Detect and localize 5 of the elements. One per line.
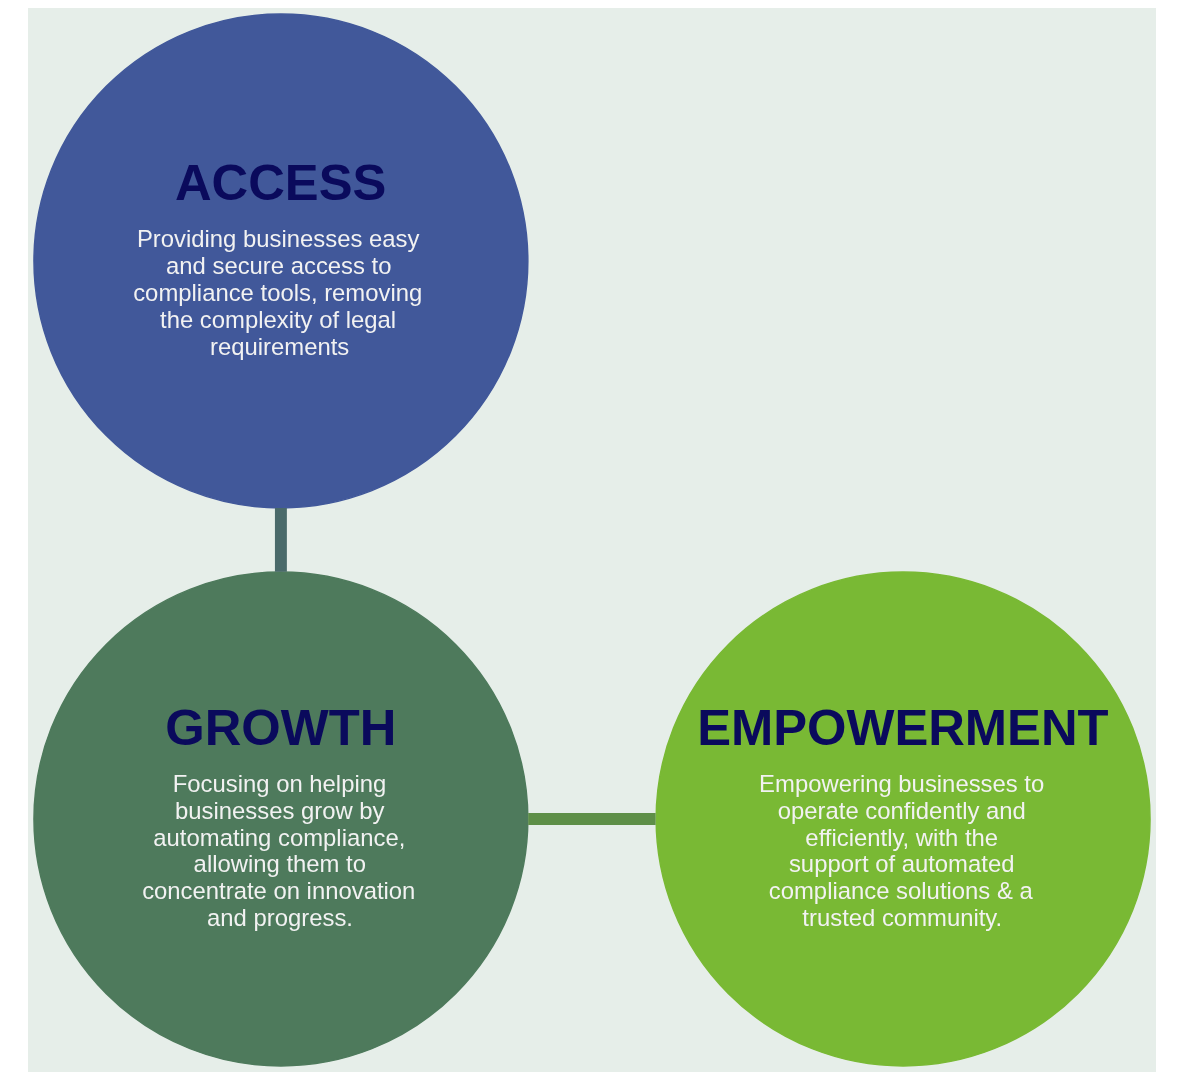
node-circle: EMPOWERMENT Empowering businesses to operate confidently and efficiently, with the support of automated compliance solutions & a trusted community. (655, 571, 1151, 1067)
node-circle: ACCESS Providing businesses easy and secure access to compliance tools, removing the complexity of legal requirements (33, 13, 529, 509)
node-circle: GROWTH Focusing on helping businesses grow by automating compliance, allowing them to concentrate on innovation and progress. (33, 571, 529, 1067)
connector (274, 507, 287, 572)
connector (528, 813, 656, 825)
